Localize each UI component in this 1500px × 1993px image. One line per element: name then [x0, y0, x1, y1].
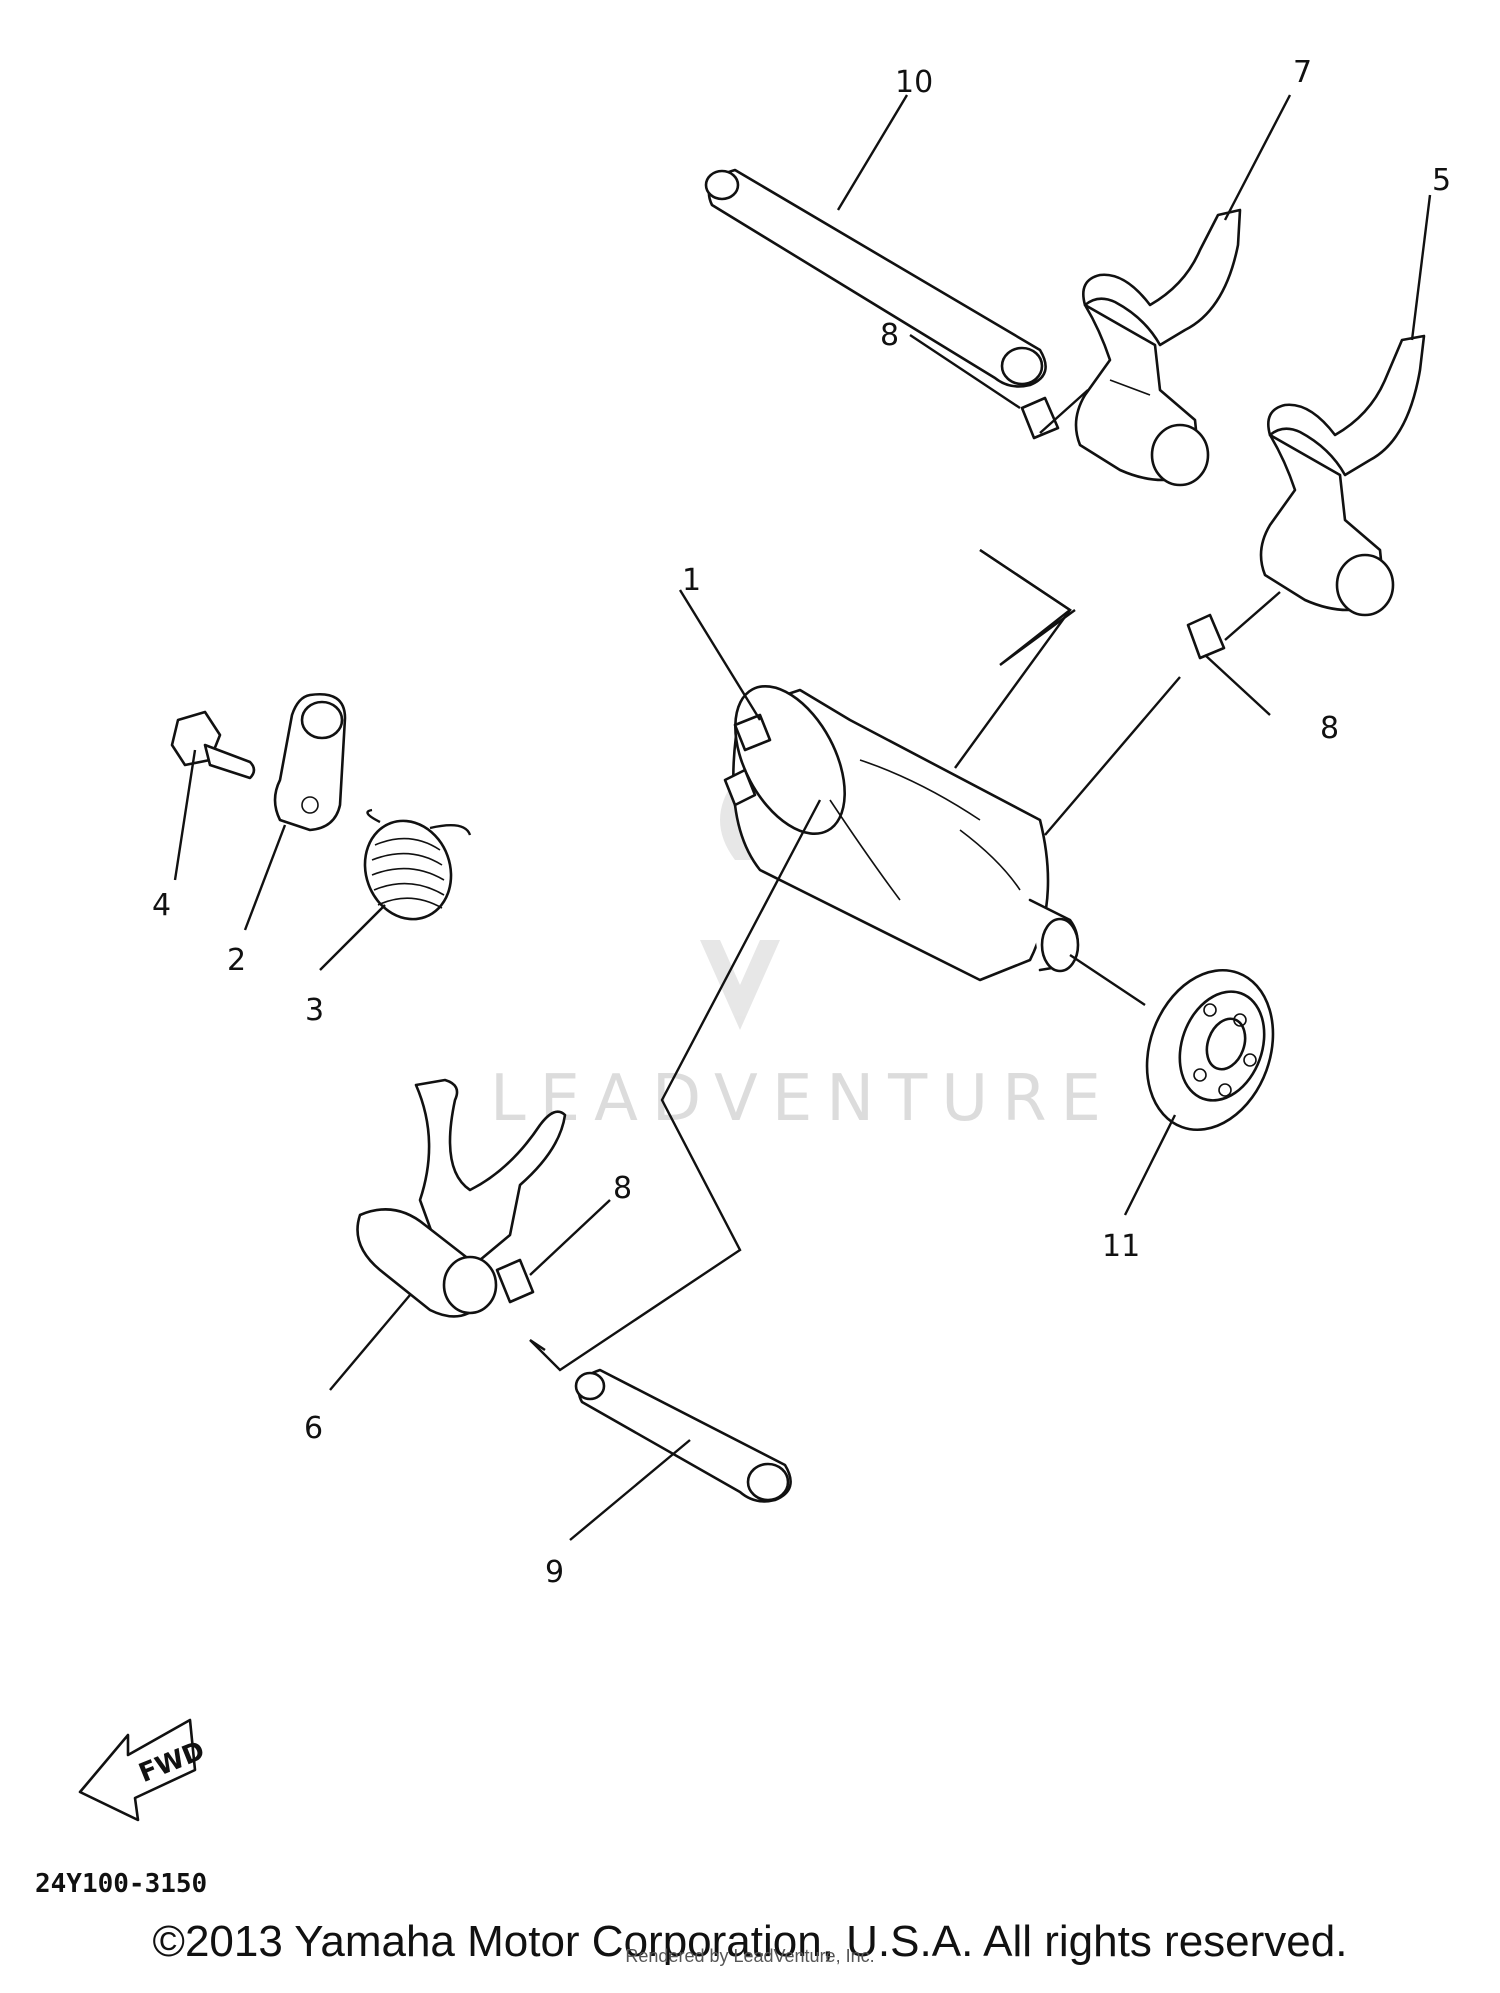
callout-7: 7: [1293, 55, 1312, 90]
part-8-pin-lower: [495, 1258, 535, 1304]
part-8-pin-upper: [1020, 396, 1060, 440]
part-3-torsion-spring: [363, 808, 472, 921]
callout-5: 5: [1432, 163, 1451, 198]
callout-labels: 1 2 3 4 5 6 7 8 8 8 9 10 11: [152, 55, 1451, 1590]
copyright-notice: ©2013 Yamaha Motor Corporation, U.S.A. A…: [152, 1917, 1348, 1966]
callout-4: 4: [152, 888, 171, 923]
rendered-by-credit: Rendered by LeadVenture, Inc.: [625, 1946, 875, 1966]
callout-8-lower: 8: [613, 1171, 632, 1206]
watermark-text: LEADVENTURE: [490, 1062, 1115, 1136]
callout-10: 10: [895, 65, 933, 100]
callout-2: 2: [227, 943, 246, 978]
part-4-bolt: [170, 710, 256, 780]
callout-9: 9: [545, 1555, 564, 1590]
leader-lines: [173, 94, 1432, 1541]
callout-3: 3: [305, 993, 324, 1028]
part-1-shift-drum: [723, 684, 1080, 982]
diagram-code: 24Y100-3150: [35, 1869, 207, 1899]
part-10-shift-fork-shaft: [704, 168, 1047, 388]
part-9-shift-fork-shaft: [574, 1368, 792, 1503]
callout-11: 11: [1102, 1229, 1140, 1264]
callout-8-right: 8: [1320, 711, 1339, 746]
callout-8-upper: 8: [880, 318, 899, 353]
leadventure-watermark: LEADVENTURE: [490, 730, 1115, 1136]
callout-6: 6: [304, 1411, 323, 1446]
part-11-bearing: [1145, 968, 1275, 1132]
part-2-stopper-lever: [273, 692, 347, 832]
callout-1: 1: [682, 563, 701, 598]
forward-direction-arrow: FWD: [78, 1718, 209, 1822]
part-8-pin-right: [1186, 613, 1226, 660]
part-7-shift-fork: [1074, 208, 1242, 487]
part-6-shift-fork: [356, 1078, 567, 1318]
part-5-shift-fork: [1259, 334, 1426, 617]
